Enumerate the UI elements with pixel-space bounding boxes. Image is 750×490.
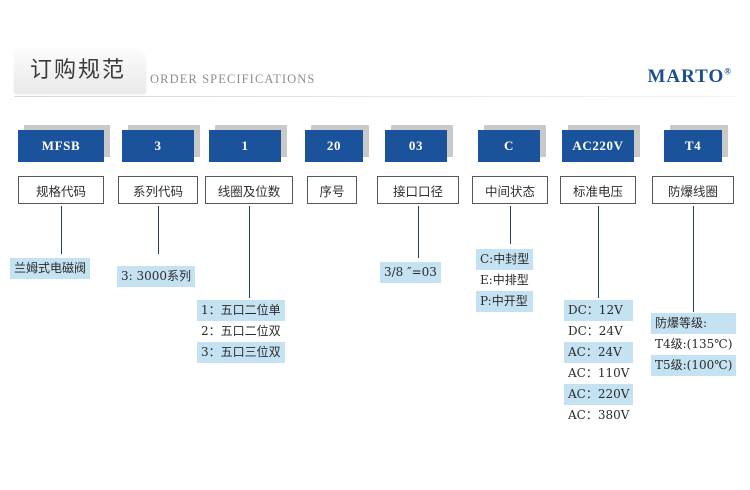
code-segment-5: 03 bbox=[385, 125, 453, 162]
code-box-value: 20 bbox=[305, 130, 363, 162]
code-segment-4: 20 bbox=[305, 125, 369, 162]
header-plate bbox=[14, 48, 146, 94]
code-segment-7: AC220V bbox=[562, 125, 640, 162]
connector-line-2 bbox=[158, 206, 159, 254]
option-item: C:中封型 bbox=[476, 249, 534, 270]
connector-line-1 bbox=[61, 206, 62, 254]
field-label-8: 防爆线圈 bbox=[652, 176, 734, 204]
option-list-1: 兰姆式电磁阀 bbox=[10, 258, 91, 279]
option-item: P:中开型 bbox=[476, 291, 534, 312]
code-box-value: 3 bbox=[122, 130, 194, 162]
option-list-5: 3/8 ″=03 bbox=[380, 262, 441, 283]
option-item: DC：24V bbox=[568, 324, 623, 338]
page-header: 订购规范 ORDER SPECIFICATIONS MARTO® bbox=[0, 40, 750, 102]
code-box-value: C bbox=[478, 130, 540, 162]
code-segment-3: 1 bbox=[209, 125, 287, 162]
field-label-3: 线圈及位数 bbox=[205, 176, 293, 204]
code-segment-6: C bbox=[478, 125, 546, 162]
option-item: AC：24V bbox=[564, 342, 634, 363]
option-item: T4级:(135℃) bbox=[655, 337, 733, 351]
brand-logo: MARTO® bbox=[647, 66, 732, 88]
option-list-7: DC：12V DC：24V AC：24V AC：110V AC：220V AC：380V bbox=[564, 300, 634, 426]
option-item: DC：12V bbox=[564, 300, 634, 321]
option-item: AC：220V bbox=[564, 384, 634, 405]
option-item: 3: 3000系列 bbox=[117, 266, 196, 287]
option-item: E:中排型 bbox=[480, 273, 529, 287]
option-list-8: 防爆等级: T4级:(135℃) T5级:(100℃) bbox=[651, 313, 737, 376]
field-label-4: 序号 bbox=[307, 176, 357, 204]
option-item: AC：110V bbox=[568, 366, 630, 380]
option-list-3: 1：五口二位单 2：五口二位双 3：五口三位双 bbox=[197, 300, 285, 363]
brand-name: MARTO bbox=[647, 66, 725, 87]
field-label-6: 中间状态 bbox=[472, 176, 548, 204]
page-title-english: ORDER SPECIFICATIONS bbox=[150, 72, 316, 86]
option-list-6: C:中封型 E:中排型 P:中开型 bbox=[476, 249, 534, 312]
option-item: 2：五口二位双 bbox=[201, 324, 281, 338]
registered-trademark-icon: ® bbox=[724, 66, 732, 77]
code-box-value: 1 bbox=[209, 130, 281, 162]
field-label-1: 规格代码 bbox=[18, 176, 104, 204]
page-title-chinese: 订购规范 bbox=[30, 58, 127, 83]
connector-line-7 bbox=[598, 206, 599, 298]
option-list-2: 3: 3000系列 bbox=[117, 266, 196, 287]
code-segment-2: 3 bbox=[122, 125, 200, 162]
option-item: T5级:(100℃) bbox=[651, 355, 737, 376]
option-item: 兰姆式电磁阀 bbox=[10, 258, 91, 279]
field-label-5: 接口口径 bbox=[377, 176, 459, 204]
option-item: 3/8 ″=03 bbox=[380, 262, 441, 283]
code-segment-8: T4 bbox=[664, 125, 728, 162]
option-item: 1：五口二位单 bbox=[197, 300, 285, 321]
header-divider bbox=[14, 96, 736, 97]
option-item: AC：380V bbox=[568, 408, 630, 422]
field-label-2: 系列代码 bbox=[118, 176, 198, 204]
option-item: 防爆等级: bbox=[651, 313, 737, 334]
connector-line-6 bbox=[510, 206, 511, 244]
option-item: 3：五口三位双 bbox=[197, 342, 285, 363]
code-box-value: AC220V bbox=[562, 130, 634, 162]
code-box-value: MFSB bbox=[18, 130, 104, 162]
connector-line-3 bbox=[249, 206, 250, 298]
field-label-7: 标准电压 bbox=[560, 176, 636, 204]
connector-line-5 bbox=[418, 206, 419, 258]
code-box-value: T4 bbox=[664, 130, 722, 162]
connector-line-8 bbox=[693, 206, 694, 312]
code-segment-1: MFSB bbox=[18, 125, 110, 162]
code-box-value: 03 bbox=[385, 130, 447, 162]
